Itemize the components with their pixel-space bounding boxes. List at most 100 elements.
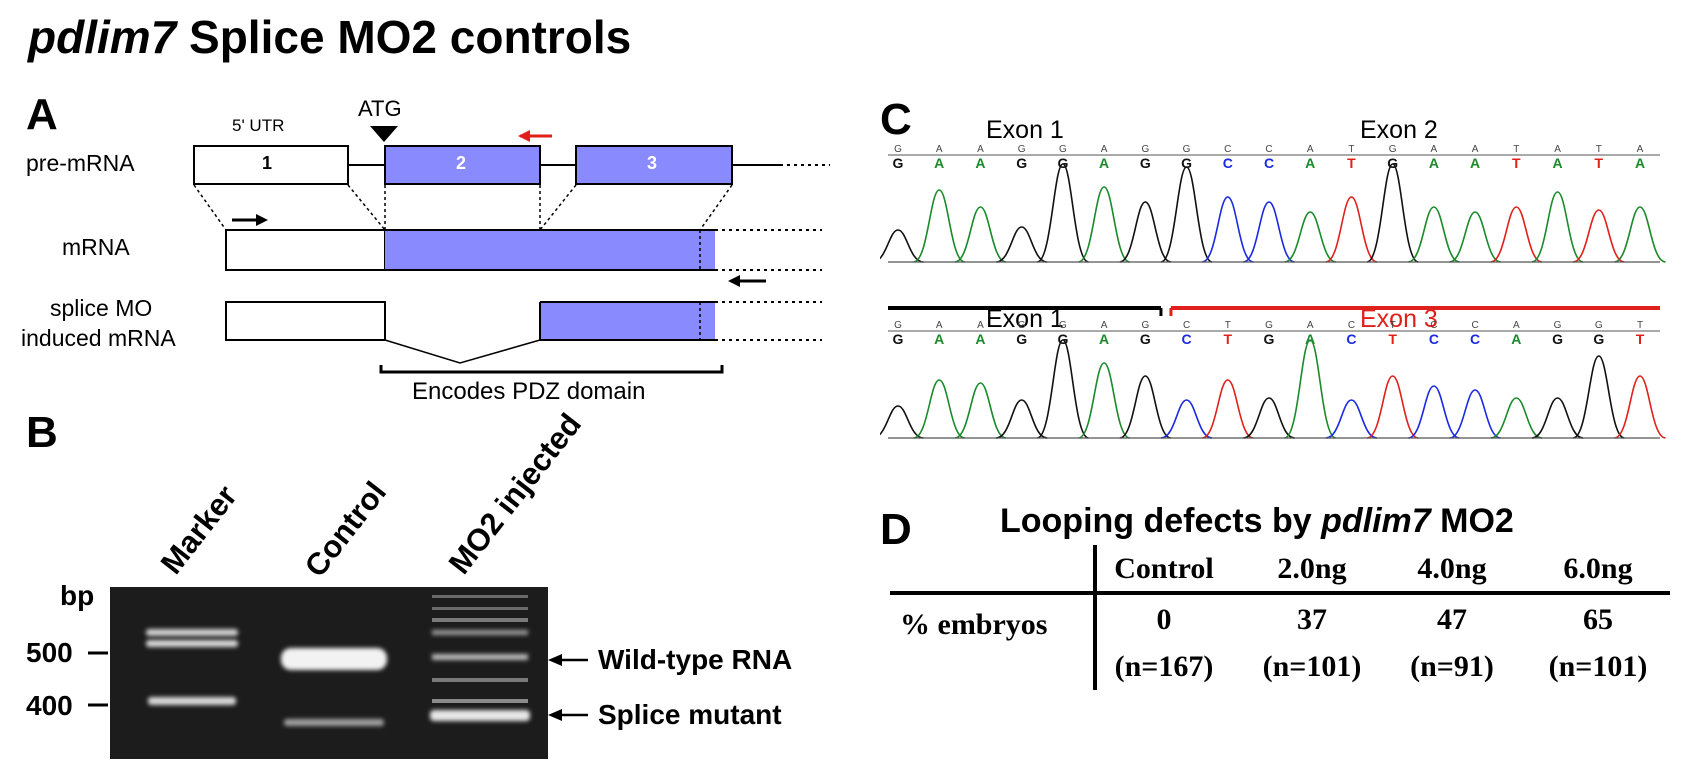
t1-base-colored: A	[1552, 155, 1562, 171]
wildtype-rna-label: Wild-type RNA	[598, 644, 793, 675]
chromatogram-svg: GGAAAAGGGGAAGGGGCCCCAATTGGAAAATTAATTAAGG…	[880, 144, 1666, 439]
t1-peak	[1325, 196, 1378, 263]
t2-base-call: T	[1225, 320, 1231, 331]
t1-base-call: A	[1554, 144, 1561, 155]
t2-base-call: G	[1554, 320, 1562, 331]
t2-peak	[1243, 397, 1295, 439]
trace1-right-exon-label: Exon 2	[1360, 116, 1438, 144]
splice-mutant-label: Splice mutant	[598, 699, 782, 730]
t1-base-call: A	[1307, 144, 1314, 155]
t2-peak	[995, 399, 1048, 439]
value-6ng: 65	[1583, 603, 1613, 636]
n-4ng: (n=91)	[1410, 650, 1494, 683]
panel-d-label: D	[880, 505, 912, 554]
t2-base-colored: G	[893, 331, 904, 347]
wildtype-band-arrow-icon	[548, 654, 588, 666]
t1-base-colored: A	[1470, 155, 1480, 171]
t2-base-call: G	[1018, 320, 1026, 331]
t1-peak	[1531, 191, 1584, 263]
t1-base-call: G	[894, 144, 902, 155]
t1-base-call: C	[1265, 144, 1272, 155]
t1-peak	[1490, 206, 1543, 263]
t1-base-call: G	[1059, 144, 1067, 155]
t1-base-colored: C	[1223, 155, 1233, 171]
t1-base-colored: C	[1264, 155, 1274, 171]
t1-base-colored: T	[1512, 155, 1521, 171]
t2-base-call: C	[1430, 320, 1437, 331]
t1-base-call: T	[1513, 144, 1519, 155]
t1-peak	[1201, 196, 1254, 263]
skipped-exon-chevron	[384, 339, 541, 364]
t2-base-call: C	[1471, 320, 1478, 331]
t2-peak	[1160, 399, 1213, 439]
t1-base-call: G	[1389, 144, 1397, 155]
n-control: (n=167)	[1114, 650, 1214, 683]
col-header-2ng: 2.0ng	[1277, 552, 1347, 585]
table-lines	[890, 545, 1670, 690]
atg-triangle-icon	[370, 126, 398, 142]
t1-peak	[880, 229, 924, 263]
t2-peak	[1036, 339, 1089, 439]
atg-label: ATG	[358, 96, 402, 121]
col-header-4ng: 4.0ng	[1417, 552, 1487, 585]
t2-base-colored: C	[1429, 331, 1439, 347]
t1-base-colored: A	[1635, 155, 1645, 171]
t2-base-colored: G	[1552, 331, 1563, 347]
t1-base-call: A	[1637, 144, 1644, 155]
t2-peak	[1572, 355, 1625, 439]
t1-base-colored: G	[893, 155, 904, 171]
row-header-embryos: % embryos	[900, 608, 1048, 641]
t1-base-call: C	[1224, 144, 1231, 155]
t1-peak	[1408, 206, 1460, 263]
reverse-primer-arrow-icon	[728, 275, 766, 287]
lane-label-marker: Marker	[153, 478, 244, 581]
t2-base-colored: G	[1593, 331, 1604, 347]
t2-base-call: A	[1307, 320, 1314, 331]
t2-base-call: G	[1595, 320, 1603, 331]
bp-unit-label: bp	[60, 580, 95, 611]
t2-peak	[1366, 375, 1419, 439]
t2-peak	[1490, 397, 1543, 439]
t2-base-colored: T	[1388, 331, 1397, 347]
t2-base-call: G	[1059, 320, 1067, 331]
figure-title: pdlim7 Splice MO2 controls	[28, 11, 632, 63]
t2-peak	[1284, 339, 1337, 439]
t2-peak	[954, 382, 1007, 439]
t1-base-colored: A	[1429, 155, 1439, 171]
t2-peak	[1119, 375, 1172, 439]
t1-base-call: T	[1348, 144, 1354, 155]
induced-mrna-label: induced mRNA	[21, 325, 176, 351]
t2-peak	[1531, 397, 1584, 439]
t1-base-colored: G	[1181, 155, 1192, 171]
exon-2-box	[384, 145, 541, 185]
t1-base-call: A	[977, 144, 984, 155]
pre-mrna-label: pre-mRNA	[26, 150, 135, 176]
utr-label: 5' UTR	[232, 116, 285, 135]
t1-peak	[1614, 206, 1666, 263]
panel-c-label: C	[880, 95, 912, 144]
t2-peak	[1408, 385, 1460, 439]
t1-peak	[1119, 201, 1172, 263]
t2-base-colored: G	[1140, 331, 1151, 347]
mo2-splice-mutant-band	[430, 710, 530, 721]
t2-peak	[1078, 362, 1131, 439]
mrna-utr-box	[225, 229, 386, 271]
t2-base-call: C	[1183, 320, 1190, 331]
reverse-primer-red-arrow-icon	[518, 130, 552, 142]
t2-peak	[1614, 375, 1666, 439]
pdz-bracket-label: Encodes PDZ domain	[412, 378, 646, 405]
panel-a-label: A	[26, 90, 58, 139]
t2-base-call: G	[894, 320, 902, 331]
t1-base-colored: G	[1387, 155, 1398, 171]
t1-base-call: T	[1596, 144, 1602, 155]
t1-base-colored: G	[1140, 155, 1151, 171]
t1-base-colored: T	[1347, 155, 1356, 171]
col-header-control: Control	[1114, 552, 1214, 585]
mrna-coding-box	[385, 230, 715, 270]
forward-primer-arrow-icon	[232, 214, 268, 226]
t2-base-colored: A	[1511, 331, 1521, 347]
t1-base-call: G	[1018, 144, 1026, 155]
exon-2-text: 2	[456, 153, 467, 173]
t1-base-colored: T	[1594, 155, 1603, 171]
t2-base-call: G	[1265, 320, 1273, 331]
